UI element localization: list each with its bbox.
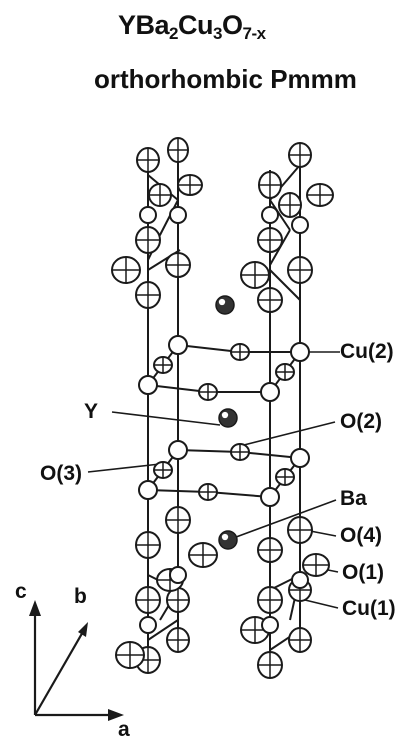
axis-a-label: a xyxy=(118,718,130,741)
oxygen-atom xyxy=(302,553,330,577)
bond-line xyxy=(207,491,271,498)
axis-b-arrowhead xyxy=(78,622,88,637)
oxygen-atom xyxy=(288,142,312,168)
bond-line xyxy=(177,344,241,353)
copper-atom xyxy=(261,616,279,634)
pointer-line xyxy=(87,463,161,473)
copper-atom xyxy=(260,382,280,402)
oxygen-atom xyxy=(230,443,250,461)
barium-atom xyxy=(215,295,235,315)
label-ba: Ba xyxy=(340,487,367,510)
oxygen-atom xyxy=(257,651,283,679)
label-o3: O(3) xyxy=(40,462,82,485)
oxygen-atom xyxy=(165,506,191,534)
formula-part: Cu xyxy=(178,10,214,40)
oxygen-atom xyxy=(198,383,218,401)
oxygen-atom xyxy=(275,363,295,381)
axis-b-label: b xyxy=(74,585,87,608)
copper-atom xyxy=(138,375,158,395)
atom-set xyxy=(111,137,334,679)
label-o1: O(1) xyxy=(342,561,384,584)
copper-atom xyxy=(168,335,188,355)
barium-atom xyxy=(218,530,238,550)
bond-line xyxy=(177,449,241,453)
oxygen-atom xyxy=(287,516,313,544)
axis-indicator xyxy=(29,600,124,721)
axis-c-arrowhead xyxy=(29,600,41,616)
oxygen-atom xyxy=(306,183,334,207)
oxygen-atom xyxy=(153,461,173,479)
copper-atom xyxy=(261,206,279,224)
pointer-line xyxy=(111,411,221,426)
oxygen-atom xyxy=(115,641,145,669)
copper-atom xyxy=(169,206,187,224)
copper-atom xyxy=(291,216,309,234)
bond-line xyxy=(239,451,301,459)
oxygen-atom xyxy=(257,586,283,614)
oxygen-atom xyxy=(257,537,283,563)
oxygen-atom xyxy=(257,227,283,253)
copper-atom xyxy=(260,487,280,507)
oxygen-atom xyxy=(188,542,218,568)
oxygen-atom xyxy=(167,137,189,163)
label-cu1: Cu(1) xyxy=(342,597,396,620)
oxygen-atom xyxy=(278,192,302,218)
pointer-line xyxy=(239,421,336,447)
label-cu2: Cu(2) xyxy=(340,340,394,363)
oxygen-atom xyxy=(288,627,312,653)
bond-line xyxy=(147,384,209,393)
oxygen-atom xyxy=(240,261,270,289)
oxygen-atom xyxy=(153,356,173,374)
oxygen-atom xyxy=(148,183,172,207)
bond-line xyxy=(159,199,179,236)
oxygen-atom xyxy=(287,256,313,284)
copper-atom xyxy=(139,206,157,224)
oxygen-atom xyxy=(135,226,161,254)
oxygen-atom xyxy=(111,256,141,284)
copper-atom xyxy=(169,566,187,584)
formula-part: O xyxy=(221,10,243,40)
copper-atom xyxy=(168,440,188,460)
oxygen-atom xyxy=(165,252,191,278)
oxygen-atom xyxy=(166,627,190,653)
oxygen-atom xyxy=(136,147,160,173)
axis-a-arrowhead xyxy=(108,709,124,721)
formula-subscript: 2 xyxy=(169,24,178,43)
oxygen-atom xyxy=(258,171,282,199)
label-o2: O(2) xyxy=(340,410,382,433)
oxygen-atom xyxy=(135,281,161,309)
axis-b-arrow xyxy=(34,629,85,716)
label-y: Y xyxy=(84,400,99,423)
oxygen-atom xyxy=(275,468,295,486)
oxygen-atom xyxy=(257,287,283,313)
copper-atom xyxy=(138,480,158,500)
pointer-line xyxy=(227,499,337,541)
oxygen-atom xyxy=(230,343,250,361)
copper-atom xyxy=(139,616,157,634)
bond-line xyxy=(147,489,209,493)
label-pointer-lines xyxy=(87,351,340,609)
bond-line xyxy=(269,199,291,231)
formula-subscript: 7-x xyxy=(242,24,266,43)
copper-atom xyxy=(290,448,310,468)
label-o4: O(4) xyxy=(340,524,382,547)
copper-atom xyxy=(291,571,309,589)
oxygen-atom xyxy=(135,586,161,614)
yttrium-atom xyxy=(218,408,238,428)
oxygen-atom xyxy=(177,174,203,196)
pointer-line xyxy=(304,599,339,609)
bond-line xyxy=(147,619,179,641)
copper-atom xyxy=(290,342,310,362)
oxygen-atom xyxy=(135,531,161,559)
oxygen-atom xyxy=(198,483,218,501)
formula-part: YBa xyxy=(118,10,170,40)
bond-line xyxy=(269,269,301,301)
crystal-system-subtitle: orthorhombic Pmmm xyxy=(94,64,357,94)
formula-title: YBa2Cu3O7-x xyxy=(118,10,266,44)
axis-c-label: c xyxy=(15,580,27,603)
formula-subscript: 3 xyxy=(213,24,222,43)
